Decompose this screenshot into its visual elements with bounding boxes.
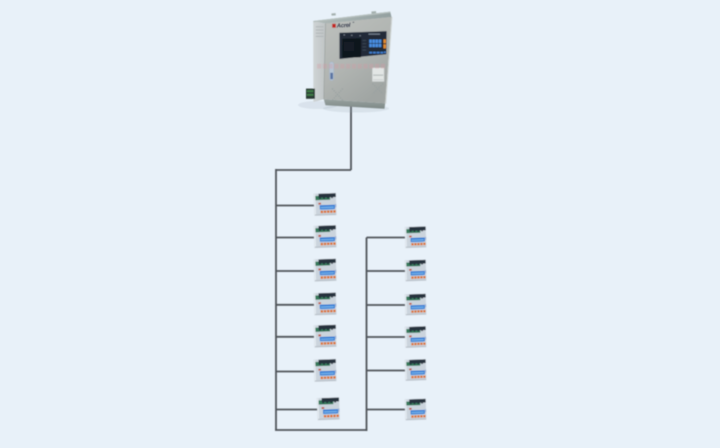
svg-text:Acrel: Acrel bbox=[336, 23, 351, 30]
